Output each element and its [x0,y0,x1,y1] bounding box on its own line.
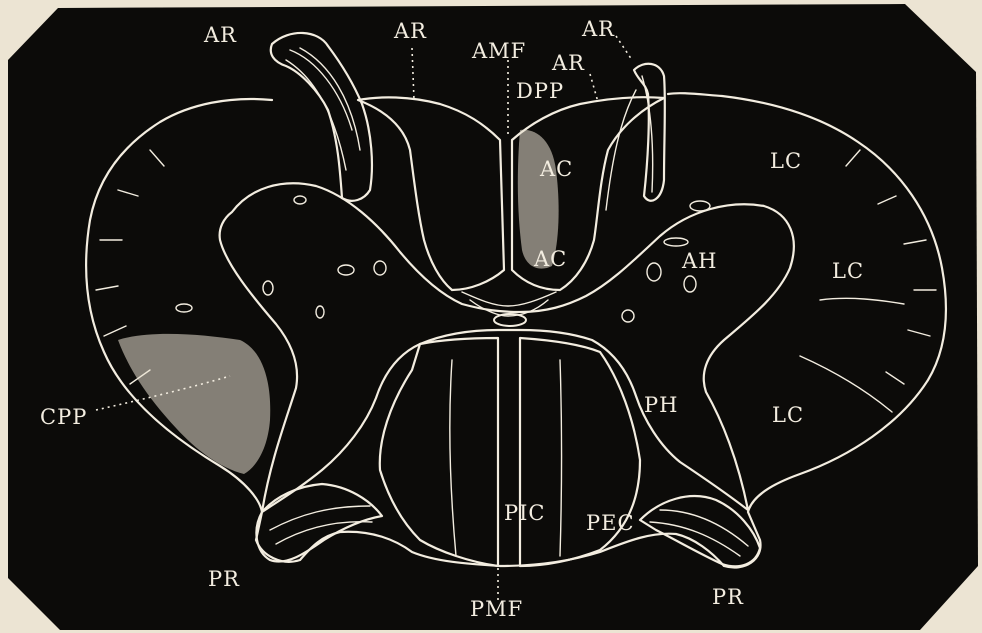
label-ar-2: AR [393,19,427,43]
label-lc-2: LC [832,259,864,283]
label-pec: PEC [586,511,635,535]
label-ah: AH [681,249,717,273]
label-lc-1: LC [770,149,802,173]
plate-background [8,4,978,630]
label-ar-4: AR [581,17,615,41]
label-pic: PIC [504,501,546,525]
label-pmf: PMF [470,597,523,621]
label-ac-lower: AC [533,247,567,271]
label-amf: AMF [471,39,526,63]
label-dpp: DPP [516,79,564,103]
label-ac-upper: AC [539,157,573,181]
label-ar-3: AR [551,51,585,75]
label-ar-1: AR [203,23,237,47]
label-cpp: CPP [40,405,87,429]
label-pr-right: PR [712,585,744,609]
label-lc-3: LC [772,403,804,427]
label-pr-left: PR [208,567,240,591]
label-ph: PH [644,393,678,417]
